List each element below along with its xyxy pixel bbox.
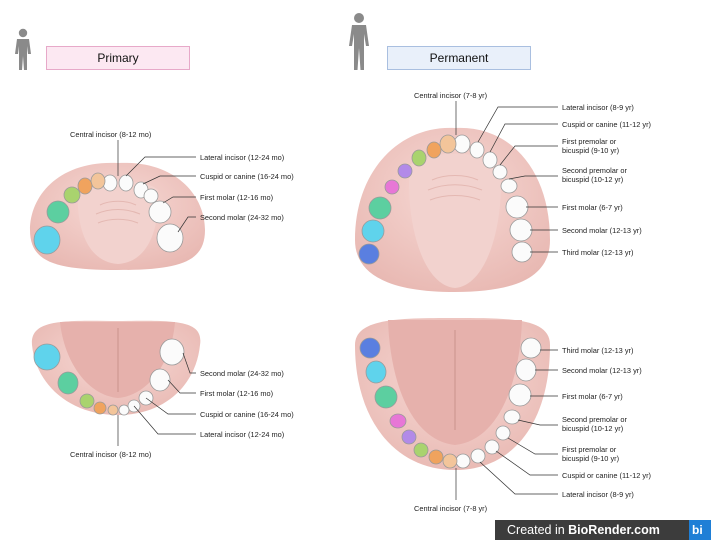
label-permanent-lower-central: Central incisor (7-8 yr) bbox=[414, 504, 487, 513]
tooth bbox=[34, 344, 60, 370]
label-permanent-upper-first-premolar: First premolar or bicuspid (9-10 yr) bbox=[562, 137, 619, 155]
label-primary-upper-lateral: Lateral incisor (12-24 mo) bbox=[200, 153, 284, 162]
tooth bbox=[78, 178, 92, 194]
primary-header: Primary bbox=[46, 46, 190, 70]
tooth bbox=[443, 454, 457, 468]
tooth bbox=[412, 150, 426, 166]
label-line: bicuspid (10-12 yr) bbox=[562, 175, 627, 184]
label-permanent-upper-central: Central incisor (7-8 yr) bbox=[414, 91, 487, 100]
label-line: First premolar or bbox=[562, 137, 619, 146]
tooth bbox=[471, 449, 485, 463]
label-primary-upper-central: Central incisor (8-12 mo) bbox=[70, 130, 151, 139]
label-permanent-upper-first-molar: First molar (6-7 yr) bbox=[562, 203, 623, 212]
tooth bbox=[516, 359, 536, 381]
label-line: Second premolar or bbox=[562, 415, 627, 424]
tooth bbox=[390, 414, 406, 428]
label-primary-lower-central: Central incisor (8-12 mo) bbox=[70, 450, 151, 459]
tooth bbox=[504, 410, 520, 424]
tooth bbox=[375, 386, 397, 408]
tooth bbox=[34, 226, 60, 254]
tooth bbox=[58, 372, 78, 394]
tooth bbox=[440, 135, 456, 153]
label-permanent-lower-first-premolar: First premolar or bicuspid (9-10 yr) bbox=[562, 445, 619, 463]
tooth bbox=[80, 394, 94, 408]
tooth bbox=[414, 443, 428, 457]
tooth bbox=[398, 164, 412, 178]
tooth bbox=[94, 402, 106, 414]
primary-lower-jaw bbox=[32, 321, 200, 415]
label-line: bicuspid (10-12 yr) bbox=[562, 424, 627, 433]
tooth bbox=[509, 384, 531, 406]
tooth bbox=[91, 173, 105, 189]
tooth bbox=[149, 201, 171, 223]
tooth bbox=[402, 430, 416, 444]
child-icon bbox=[13, 28, 33, 72]
tooth bbox=[427, 142, 441, 158]
label-primary-upper-canine: Cuspid or canine (16-24 mo) bbox=[200, 172, 294, 181]
biorender-logo: bi bbox=[689, 520, 711, 540]
tooth bbox=[456, 454, 470, 468]
tooth bbox=[366, 361, 386, 383]
tooth bbox=[119, 175, 133, 191]
label-permanent-lower-second-molar: Second molar (12-13 yr) bbox=[562, 366, 642, 375]
label-line: bicuspid (9-10 yr) bbox=[562, 146, 619, 155]
label-line: Second premolar or bbox=[562, 166, 627, 175]
label-permanent-upper-lateral: Lateral incisor (8-9 yr) bbox=[562, 103, 634, 112]
label-primary-lower-second-molar: Second molar (24-32 mo) bbox=[200, 369, 284, 378]
label-permanent-upper-second-premolar: Second premolar or bicuspid (10-12 yr) bbox=[562, 166, 627, 184]
tooth bbox=[512, 242, 532, 262]
label-permanent-upper-canine: Cuspid or canine (11-12 yr) bbox=[562, 120, 651, 129]
tooth bbox=[47, 201, 69, 223]
tooth bbox=[119, 405, 129, 415]
tooth bbox=[510, 219, 532, 241]
label-permanent-lower-first-molar: First molar (6-7 yr) bbox=[562, 392, 623, 401]
label-line: First premolar or bbox=[562, 445, 619, 454]
tooth bbox=[150, 369, 170, 391]
tooth bbox=[157, 224, 183, 252]
tooth bbox=[360, 338, 380, 358]
label-permanent-lower-second-premolar: Second premolar or bicuspid (10-12 yr) bbox=[562, 415, 627, 433]
tooth bbox=[470, 142, 484, 158]
tooth bbox=[493, 165, 507, 179]
label-permanent-lower-canine: Cuspid or canine (11-12 yr) bbox=[562, 471, 651, 480]
tooth bbox=[501, 179, 517, 193]
label-primary-lower-canine: Cuspid or canine (16-24 mo) bbox=[200, 410, 294, 419]
biorender-watermark[interactable]: Created in BioRender.com bi bbox=[495, 520, 711, 540]
label-permanent-lower-lateral: Lateral incisor (8-9 yr) bbox=[562, 490, 634, 499]
tooth bbox=[483, 152, 497, 168]
label-permanent-upper-third-molar: Third molar (12-13 yr) bbox=[562, 248, 633, 257]
tooth bbox=[144, 189, 158, 203]
permanent-header: Permanent bbox=[387, 46, 531, 70]
tooth bbox=[359, 244, 379, 264]
label-primary-lower-lateral: Lateral incisor (12-24 mo) bbox=[200, 430, 284, 439]
tooth bbox=[369, 197, 391, 219]
tooth bbox=[64, 187, 80, 203]
adult-icon bbox=[347, 12, 371, 72]
label-permanent-lower-third-molar: Third molar (12-13 yr) bbox=[562, 346, 633, 355]
tooth bbox=[496, 426, 510, 440]
tooth bbox=[385, 180, 399, 194]
tooth bbox=[506, 196, 528, 218]
tooth bbox=[429, 450, 443, 464]
tooth bbox=[362, 220, 384, 242]
tooth bbox=[521, 338, 541, 358]
tooth bbox=[108, 405, 118, 415]
label-permanent-upper-second-molar: Second molar (12-13 yr) bbox=[562, 226, 642, 235]
watermark-brand: BioRender.com bbox=[568, 523, 660, 537]
label-primary-lower-first-molar: First molar (12-16 mo) bbox=[200, 389, 273, 398]
label-primary-upper-first-molar: First molar (12-16 mo) bbox=[200, 193, 273, 202]
label-primary-upper-second-molar: Second molar (24-32 mo) bbox=[200, 213, 284, 222]
watermark-prefix: Created in bbox=[507, 523, 568, 537]
label-line: bicuspid (9-10 yr) bbox=[562, 454, 619, 463]
tooth bbox=[160, 339, 184, 365]
